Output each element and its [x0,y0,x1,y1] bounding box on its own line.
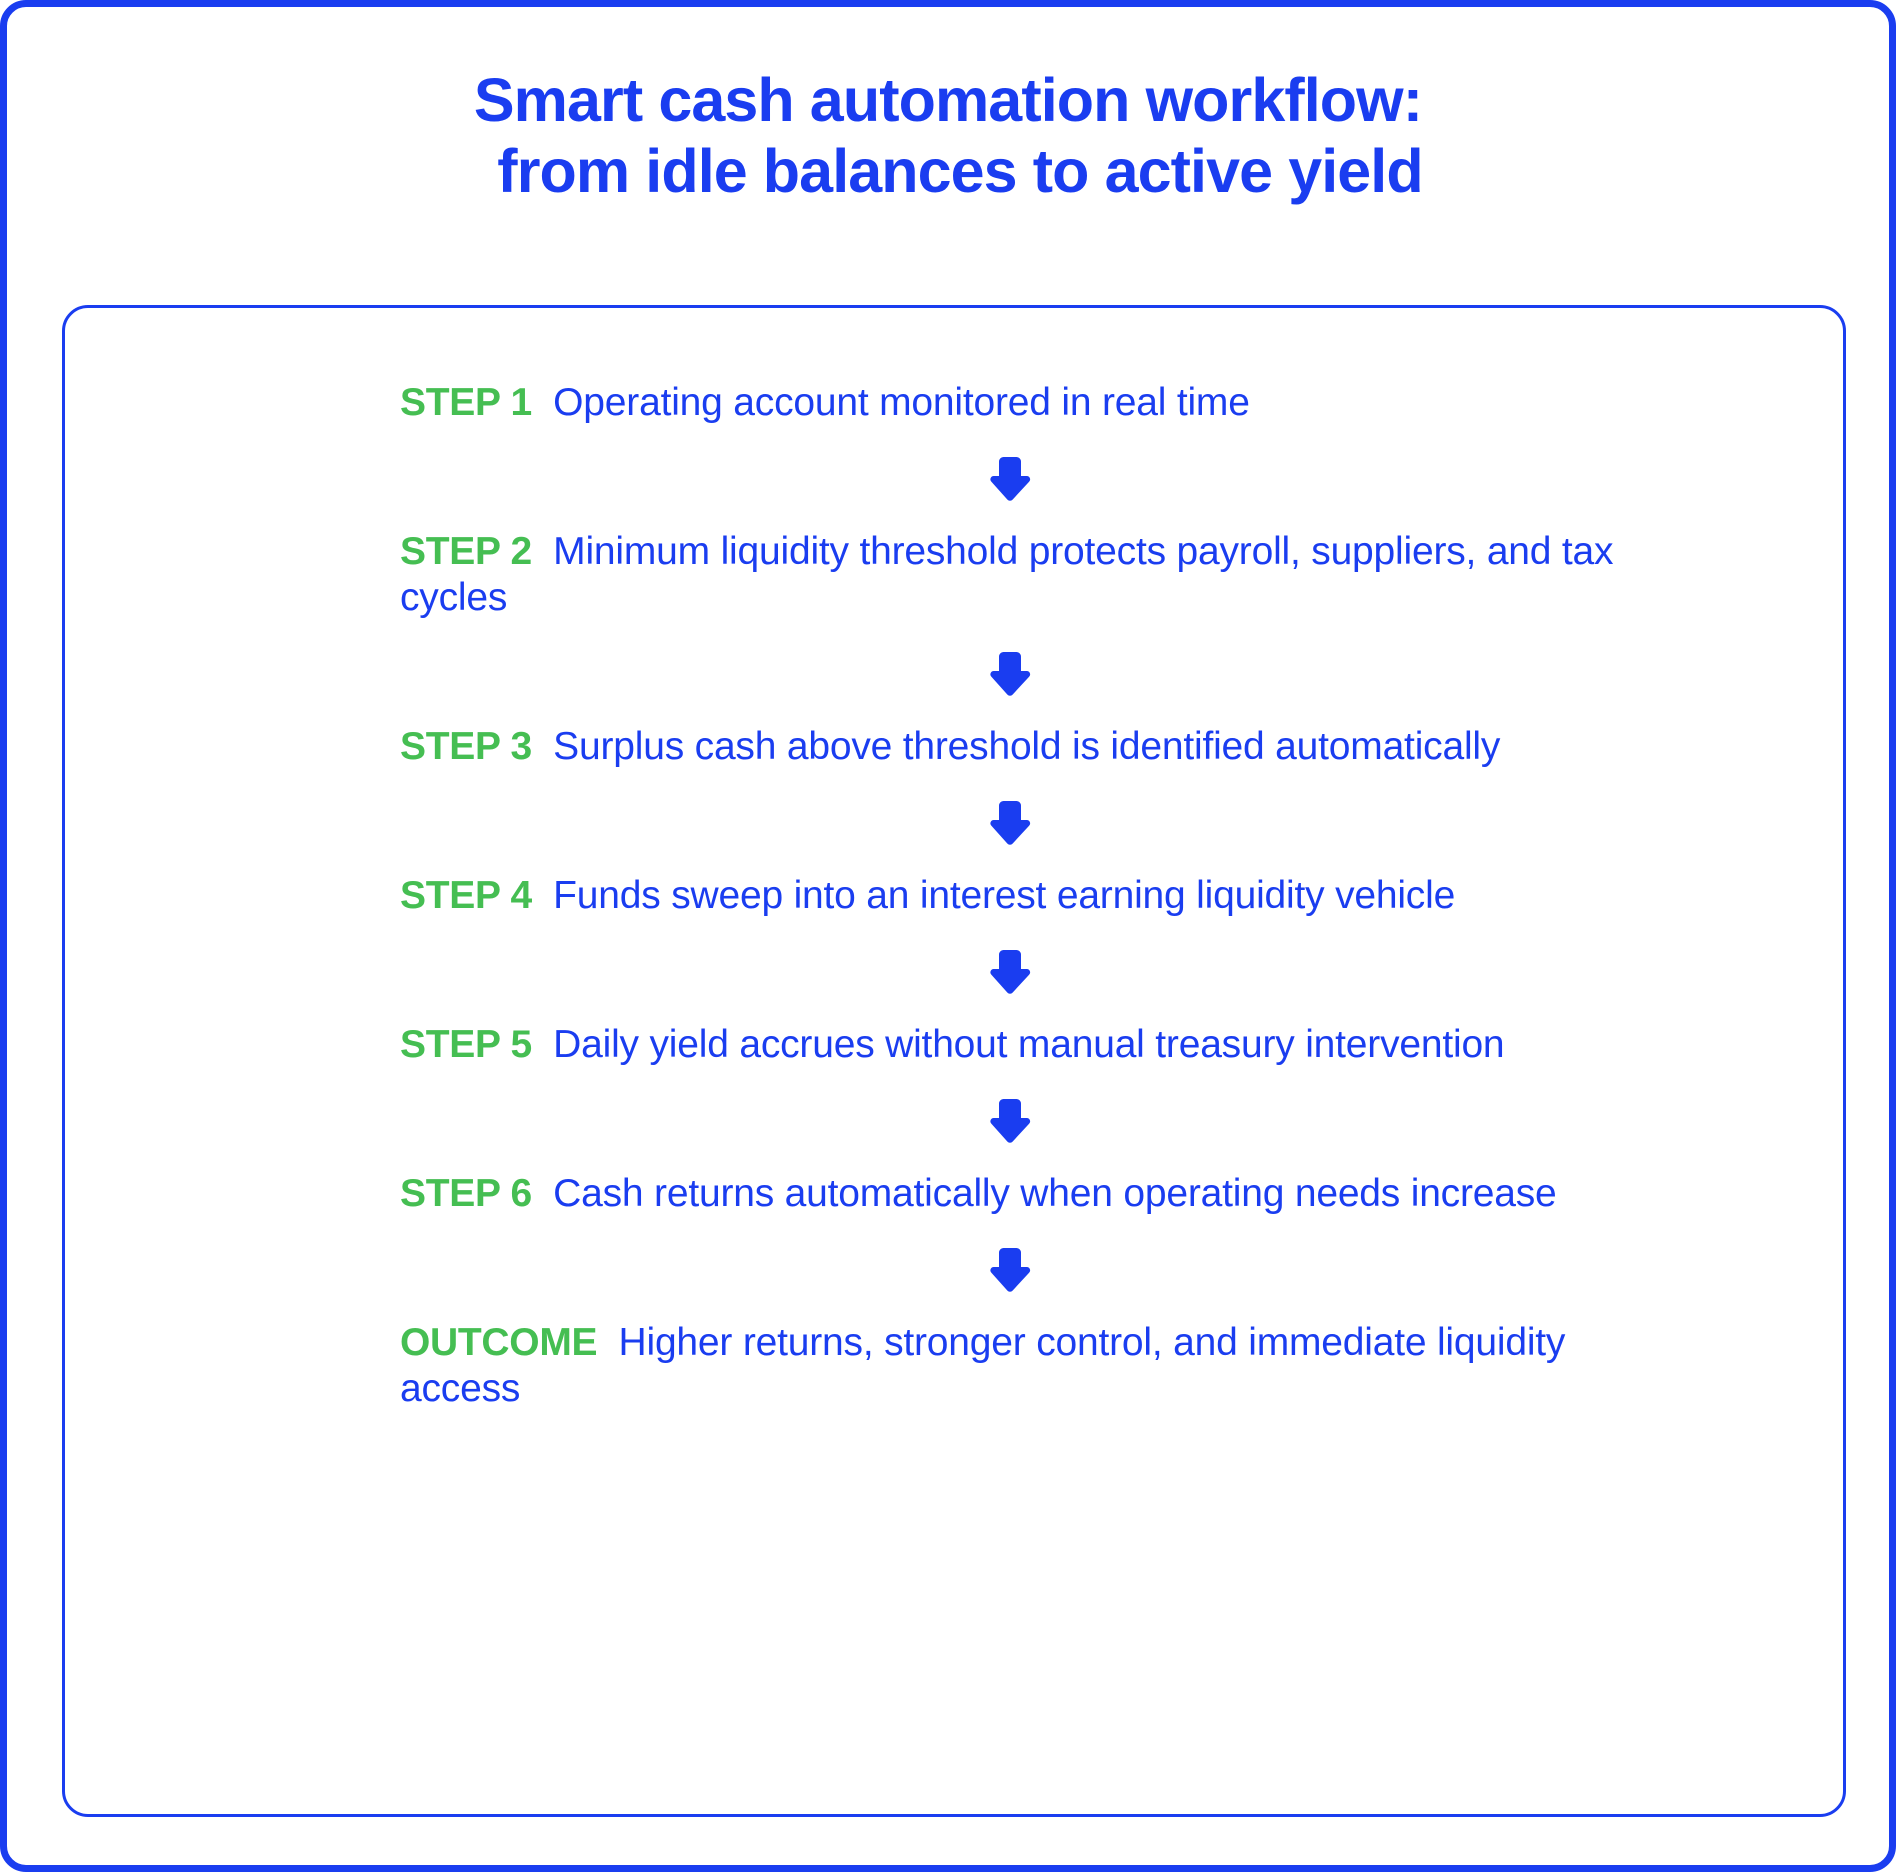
step-description: Surplus cash above threshold is identifi… [553,725,1501,769]
step-row: STEP 3 Surplus cash above threshold is i… [400,724,1620,770]
step-description: Higher returns, stronger control, and im… [400,1321,1566,1411]
step-label: STEP 2 [400,530,532,574]
step-label: STEP 6 [400,1172,532,1216]
page-title: Smart cash automation workflow: from idl… [7,7,1889,207]
step-row: OUTCOME Higher returns, stronger control… [400,1320,1620,1412]
arrow-down-icon [990,457,1031,501]
title-line-1: Smart cash automation workflow: [473,66,1423,134]
step-label: STEP 5 [400,1023,532,1067]
step-label: STEP 4 [400,874,532,918]
step-connector [400,426,1620,529]
arrow-down-icon [990,1099,1031,1143]
step-description: Cash returns automatically when operatin… [553,1172,1557,1216]
step-label: OUTCOME [400,1321,598,1365]
step-connector [400,919,1620,1022]
step-label: STEP 3 [400,725,532,769]
step-description: Minimum liquidity threshold protects pay… [400,530,1614,620]
step-description: Operating account monitored in real time [553,381,1250,424]
step-connector [400,770,1620,873]
step-row: STEP 4 Funds sweep into an interest earn… [400,873,1620,919]
step-row: STEP 6 Cash returns automatically when o… [400,1171,1620,1217]
arrow-down-icon [990,652,1031,696]
step-connector [400,621,1620,724]
arrow-down-icon [990,950,1031,994]
workflow-card: STEP 1 Operating account monitored in re… [62,305,1846,1817]
arrow-down-icon [990,801,1031,845]
step-row: STEP 5 Daily yield accrues without manua… [400,1022,1620,1068]
title-line-2: from idle balances to active yield [497,136,1423,205]
steps-list: STEP 1 Operating account monitored in re… [400,380,1620,1412]
step-connector [400,1068,1620,1171]
step-description: Funds sweep into an interest earning liq… [553,874,1456,918]
step-row: STEP 1 Operating account monitored in re… [400,380,1620,426]
step-connector [400,1217,1620,1320]
step-label: STEP 1 [400,381,532,424]
step-row: STEP 2 Minimum liquidity threshold prote… [400,529,1620,621]
arrow-down-icon [990,1248,1031,1292]
step-description: Daily yield accrues without manual treas… [553,1023,1505,1067]
